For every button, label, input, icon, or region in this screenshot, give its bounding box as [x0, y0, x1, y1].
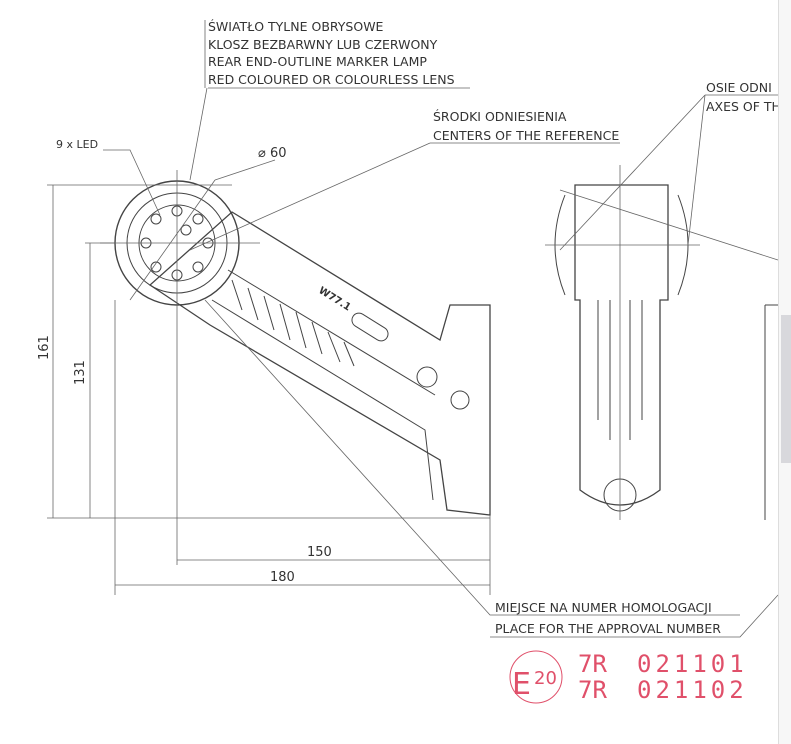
diameter-label: ⌀ 60: [258, 146, 287, 161]
dimension-161: 161: [37, 335, 52, 360]
approval-stamp: E 20 7R 021101 7R 021102: [509, 650, 748, 704]
part-mark: W77.1: [316, 285, 352, 313]
axes-label-pl: OSIE ODNI: [706, 80, 772, 95]
side-feedback-tab[interactable]: [781, 315, 791, 463]
lamp-label-pl-2: KLOSZ BEZBARWNY LUB CZERWONY: [208, 37, 438, 52]
stamp-country: 20: [534, 668, 557, 689]
dimension-131: 131: [73, 360, 88, 385]
stamp-line2-code: 7R: [578, 676, 607, 704]
dimension-180: 180: [270, 570, 295, 585]
lamp-label-en-1: REAR END-OUTLINE MARKER LAMP: [208, 54, 427, 69]
side-view: [574, 184, 669, 506]
approval-label-en: PLACE FOR THE APPROVAL NUMBER: [495, 621, 721, 636]
axes-label-en: AXES OF TH: [706, 99, 781, 114]
stamp-line1-code: 7R: [578, 650, 607, 678]
centers-label-pl: ŚRODKI ODNIESIENIA: [433, 109, 567, 124]
stamp-mark: E: [512, 667, 531, 702]
centers-label-en: CENTERS OF THE REFERENCE: [433, 128, 619, 143]
led-label: 9 x LED: [56, 138, 98, 151]
rib-slots: [231, 279, 355, 367]
lamp-label-pl-1: ŚWIATŁO TYLNE OBRYSOWE: [208, 19, 384, 34]
lamp-label-en-2: RED COLOURED OR COLOURLESS LENS: [208, 72, 455, 87]
lamp-arm: [148, 211, 491, 516]
dimension-150: 150: [307, 545, 332, 560]
stamp-line2-number: 021102: [637, 676, 748, 704]
stamp-line1-number: 021101: [637, 650, 748, 678]
approval-label-pl: MIEJSCE NA NUMER HOMOLOGACJI: [495, 600, 712, 615]
